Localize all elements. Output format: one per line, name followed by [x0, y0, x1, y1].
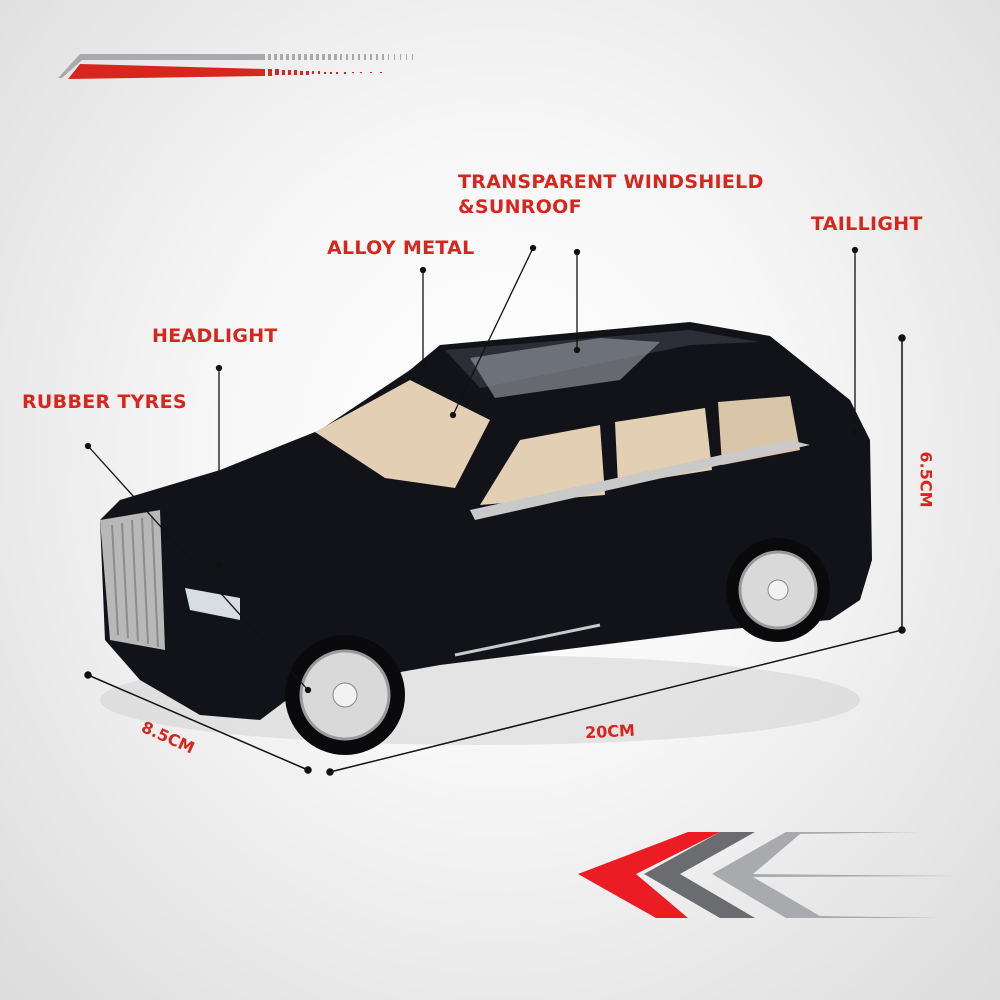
car-model-image	[100, 322, 872, 755]
label-windshield-line1: TRANSPARENT WINDSHIELD	[458, 171, 764, 193]
label-rubber-tyres: RUBBER TYRES	[22, 391, 187, 413]
leader-lines	[84, 244, 859, 694]
label-taillight: TAILLIGHT	[811, 213, 923, 235]
dimension-lines	[84, 334, 906, 776]
label-headlight: HEADLIGHT	[152, 325, 278, 347]
dimension-length: 20CM	[584, 720, 636, 743]
label-windshield-line2: &SUNROOF	[458, 196, 582, 218]
chevron-arrows-decoration	[578, 832, 960, 918]
speed-stripes-decoration	[58, 54, 413, 79]
dimension-height: 6.5CM	[916, 451, 936, 508]
label-alloy-metal: ALLOY METAL	[327, 237, 475, 259]
